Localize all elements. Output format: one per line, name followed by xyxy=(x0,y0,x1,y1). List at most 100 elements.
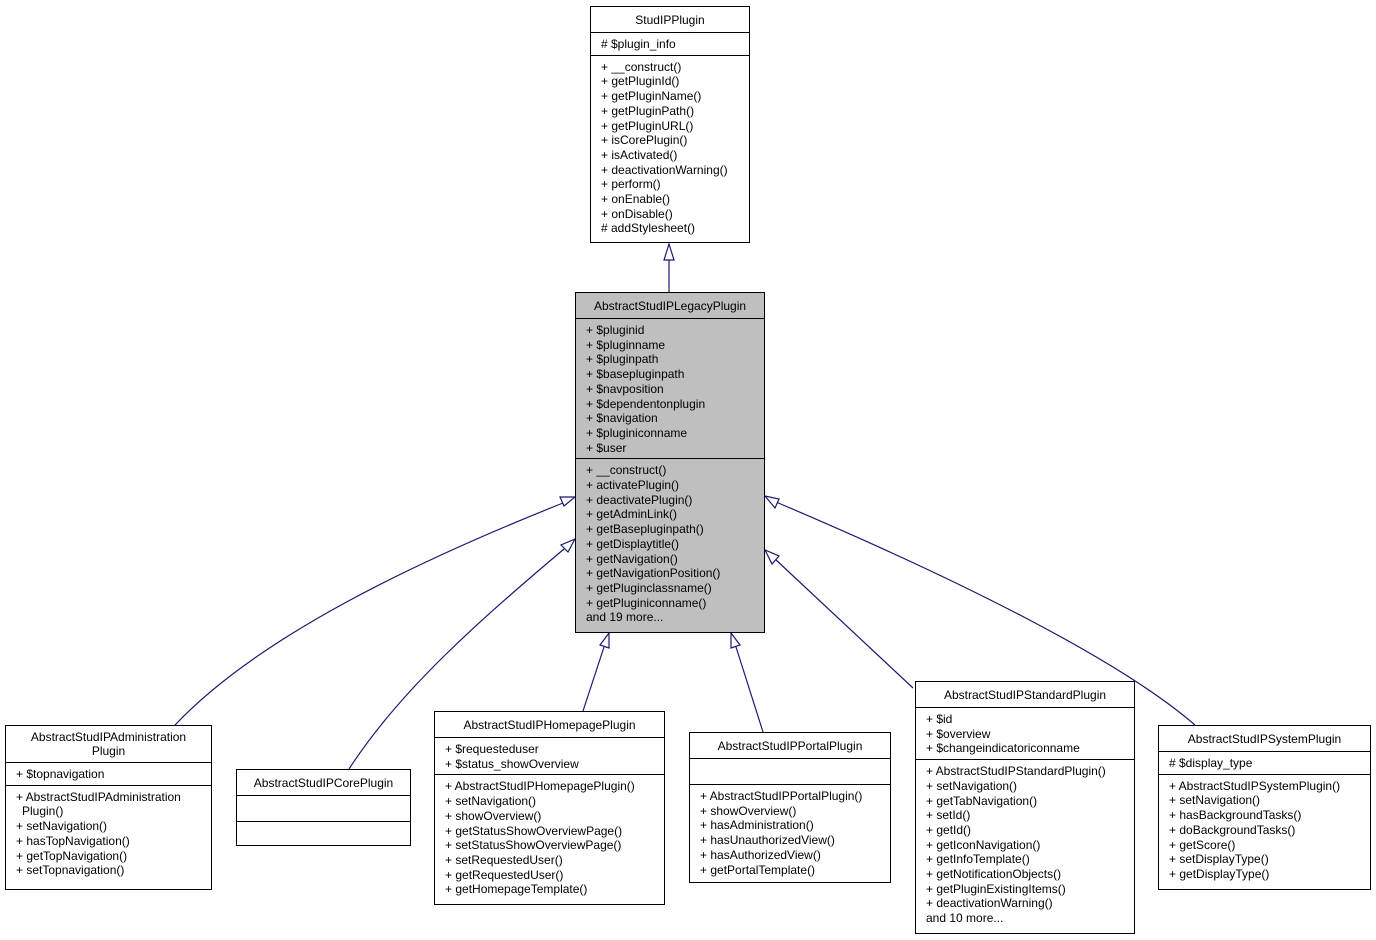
method: + getPluginExistingItems() xyxy=(926,881,1066,896)
method: + getDisplaytitle() xyxy=(586,536,680,551)
edge-admin-to-legacy xyxy=(174,502,564,726)
method: + getInfoTemplate() xyxy=(926,852,1030,867)
method: + getDisplayType() xyxy=(1169,866,1270,881)
method: + showOverview() xyxy=(445,808,542,823)
class-title: AbstractStudIPCorePlugin xyxy=(253,776,394,790)
attribute-list: + $pluginid + $pluginname + $pluginpath … xyxy=(576,318,764,458)
method: # addStylesheet() xyxy=(601,221,696,236)
edge-standard-to-legacy xyxy=(774,558,914,689)
class-box-coreplugin[interactable]: AbstractStudIPCorePlugin xyxy=(236,769,411,846)
edge-homepage-to-legacy xyxy=(582,646,605,712)
method: + setTopnavigation() xyxy=(16,863,125,878)
method: + getPluginiconname() xyxy=(586,595,707,610)
class-title: AbstractStudIPAdministration Plugin xyxy=(30,730,187,758)
attribute-list: + $id + $overview + $changeindicatoricon… xyxy=(916,707,1134,759)
class-box-homepageplugin[interactable]: AbstractStudIPHomepagePlugin + $requeste… xyxy=(434,711,665,905)
method: + setDisplayType() xyxy=(1169,852,1269,867)
attribute: + $navigation xyxy=(586,411,658,426)
class-box-administrationplugin[interactable]: AbstractStudIPAdministration Plugin + $t… xyxy=(5,725,212,890)
method: + isCorePlugin() xyxy=(601,133,688,148)
attribute: + $dependentonplugin xyxy=(586,396,706,411)
method: + activatePlugin() xyxy=(586,478,680,493)
edge-portal-to-legacy xyxy=(735,646,764,733)
arrowhead-core xyxy=(559,537,577,553)
method: + getPortalTemplate() xyxy=(700,862,816,877)
method: + setNavigation() xyxy=(16,819,108,834)
method: + onEnable() xyxy=(601,192,671,207)
more-methods-label: and 10 more... xyxy=(926,911,1004,926)
attribute: + $pluginiconname xyxy=(586,425,688,440)
method: + doBackgroundTasks() xyxy=(1169,822,1296,837)
method: + deactivationWarning() xyxy=(926,896,1053,911)
method: + showOverview() xyxy=(700,803,797,818)
method: + hasAdministration() xyxy=(700,818,814,833)
method-list xyxy=(237,821,410,846)
method: Plugin() xyxy=(22,804,64,819)
method-list: + __construct() + activatePlugin() + dea… xyxy=(576,458,764,628)
method: + getPluginclassname() xyxy=(586,580,712,595)
arrowhead-homepage xyxy=(599,631,610,649)
method: + setStatusShowOverviewPage() xyxy=(445,838,622,853)
method: + AbstractStudIPStandardPlugin() xyxy=(926,764,1106,779)
attribute: + $user xyxy=(586,440,627,455)
attribute: + $pluginid xyxy=(586,323,645,337)
method: + AbstractStudIPSystemPlugin() xyxy=(1169,778,1341,793)
attribute: + $requesteduser xyxy=(445,742,539,756)
method: + deactivationWarning() xyxy=(601,162,728,177)
method: + __construct() xyxy=(586,463,667,478)
method: + getNavigation() xyxy=(586,551,678,566)
method: + getScore() xyxy=(1169,837,1236,852)
method: + getPluginName() xyxy=(601,89,702,104)
arrowhead-portal xyxy=(730,631,741,649)
class-title: AbstractStudIPStandardPlugin xyxy=(943,688,1107,702)
method: + AbstractStudIPAdministration xyxy=(16,789,181,804)
class-title: AbstractStudIPLegacyPlugin xyxy=(593,299,747,313)
method-list: + __construct() + getPluginId() + getPlu… xyxy=(591,54,749,239)
arrowhead-studipplugin xyxy=(663,241,675,261)
edge-core-to-legacy xyxy=(348,548,565,770)
class-title: AbstractStudIPSystemPlugin xyxy=(1187,732,1342,746)
attribute: # $plugin_info xyxy=(601,37,676,51)
method: + getPluginPath() xyxy=(601,103,695,118)
method: + getRequestedUser() xyxy=(445,867,564,882)
class-box-studipplugin[interactable]: StudIPPlugin # $plugin_info + __construc… xyxy=(590,6,750,243)
attribute-list: + $topnavigation xyxy=(6,762,211,785)
method: + hasTopNavigation() xyxy=(16,833,130,848)
method: + getAdminLink() xyxy=(586,507,678,522)
method: + getTopNavigation() xyxy=(16,848,128,863)
attribute: + $overview xyxy=(926,726,991,741)
attribute-list xyxy=(690,758,890,784)
method: + getIconNavigation() xyxy=(926,837,1041,852)
attribute: + $status_showOverview xyxy=(445,756,579,771)
method: + setRequestedUser() xyxy=(445,852,563,867)
method-list: + AbstractStudIPSystemPlugin() + setNavi… xyxy=(1159,773,1370,885)
method: + __construct() xyxy=(601,59,682,74)
method: + isActivated() xyxy=(601,147,678,162)
method: + getNavigationPosition() xyxy=(586,566,721,581)
class-box-systemplugin[interactable]: AbstractStudIPSystemPlugin # $display_ty… xyxy=(1158,725,1371,890)
class-box-standardplugin[interactable]: AbstractStudIPStandardPlugin + $id + $ov… xyxy=(915,681,1135,934)
method: + getNotificationObjects() xyxy=(926,867,1062,882)
method: + perform() xyxy=(601,177,661,192)
method: + hasBackgroundTasks() xyxy=(1169,808,1302,823)
method-list: + AbstractStudIPHomepagePlugin() + setNa… xyxy=(435,774,664,900)
more-methods-label: and 19 more... xyxy=(586,610,664,625)
attribute: + $id xyxy=(926,712,953,726)
attribute-list: # $display_type xyxy=(1159,751,1370,774)
method: + onDisable() xyxy=(601,206,673,221)
method: + getTabNavigation() xyxy=(926,793,1038,808)
method: + hasUnauthorizedView() xyxy=(700,833,835,848)
method: + setNavigation() xyxy=(445,794,537,809)
method-list: + AbstractStudIPAdministration Plugin() … xyxy=(6,784,211,881)
attribute: + $pluginname xyxy=(586,337,666,352)
arrowhead-system xyxy=(763,495,780,510)
method: + AbstractStudIPHomepagePlugin() xyxy=(445,779,635,794)
edge-system-to-legacy xyxy=(775,501,1196,726)
method: + getHomepageTemplate() xyxy=(445,882,588,897)
method: + getBasepluginpath() xyxy=(586,522,704,537)
class-box-portalplugin[interactable]: AbstractStudIPPortalPlugin + AbstractStu… xyxy=(689,732,891,883)
method: + getPluginURL() xyxy=(601,118,694,133)
class-box-legacyplugin[interactable]: AbstractStudIPLegacyPlugin + $pluginid +… xyxy=(575,292,765,633)
method: + getPluginId() xyxy=(601,74,680,89)
